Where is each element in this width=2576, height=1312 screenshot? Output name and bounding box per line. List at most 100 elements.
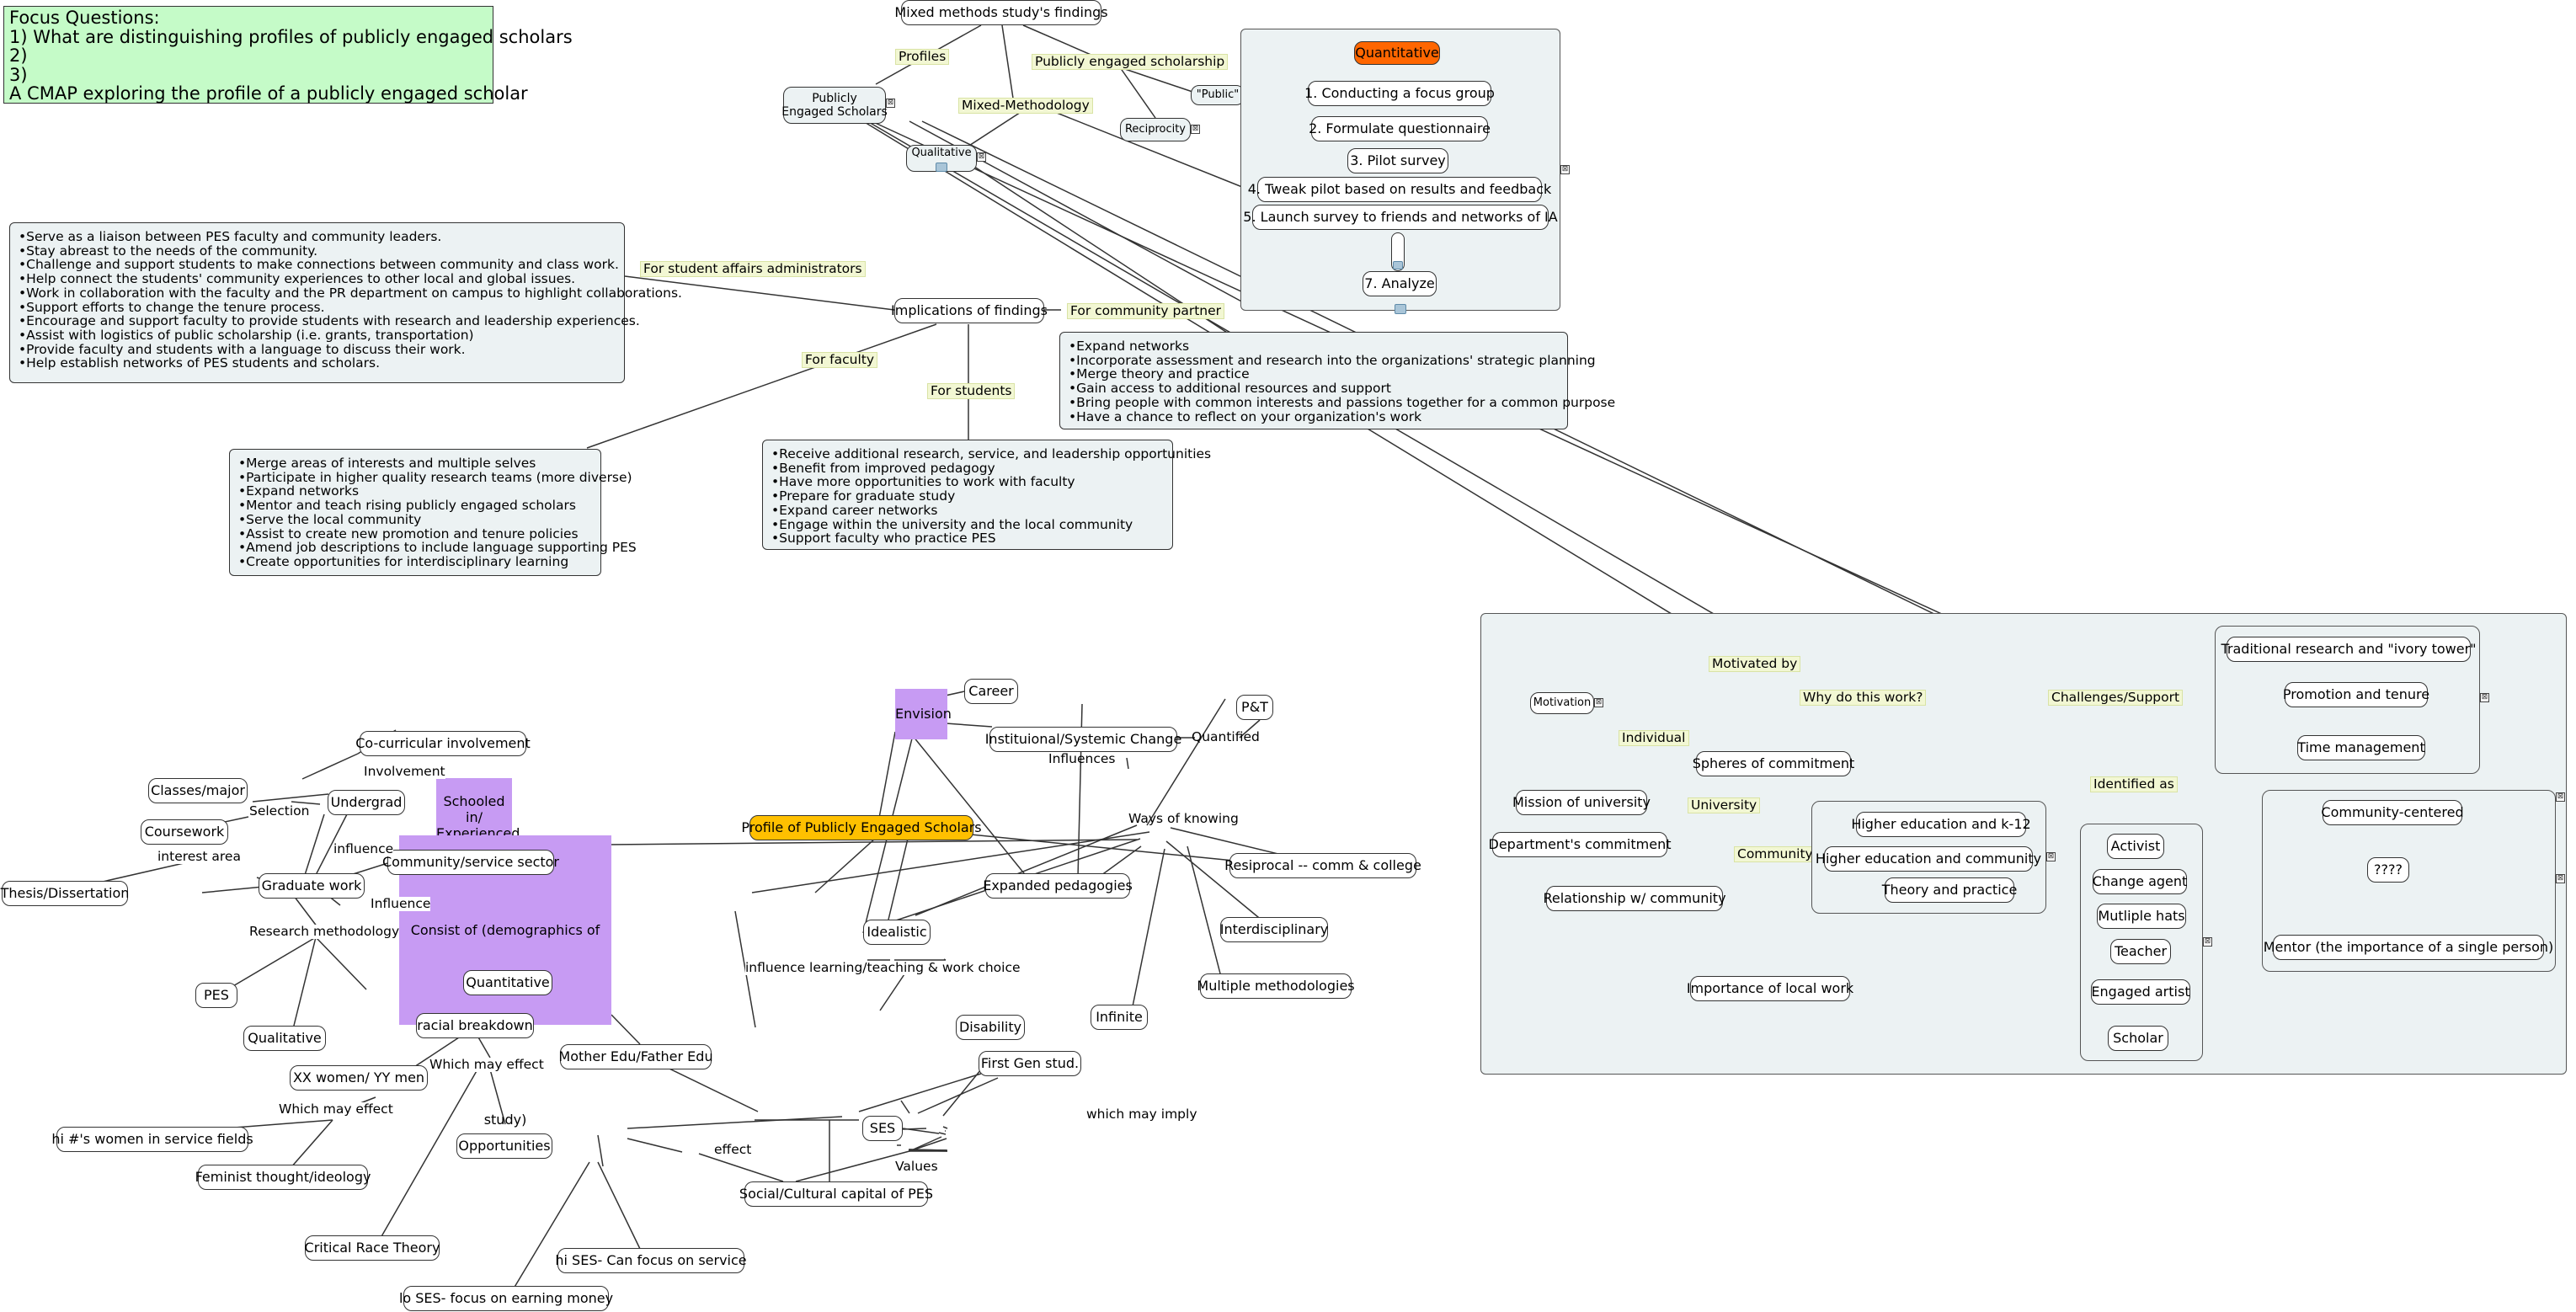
identity-change-agent[interactable]: Change agent [2093,869,2187,894]
stu-item: •Receive additional research, service, a… [771,446,1212,461]
concept-theory-practice[interactable]: Theory and practice [1882,877,2017,903]
concept-reciprocity[interactable]: Reciprocity [1120,118,1191,141]
concept-envision[interactable]: Envision [895,689,952,739]
nested-map-icon[interactable] [1395,304,1406,314]
concept-mentor[interactable]: Mentor (the importance of a single perso… [2264,935,2553,960]
concept-hi-ses[interactable]: hi SES- Can focus on service [555,1248,747,1273]
link-label-which-may-imply: which may imply [1086,1107,1197,1122]
expand-toggle-icon[interactable]: ⊠ [2556,874,2565,883]
expand-toggle-icon[interactable]: ⊠ [1560,165,1570,174]
concept-ses[interactable]: SES [862,1116,903,1141]
concept-institutional-change[interactable]: Instituional/Systemic Change [985,727,1181,752]
concept-lo-ses[interactable]: lo SES- focus on earning money [399,1286,613,1311]
quant-step-3[interactable]: 3. Pilot survey [1347,148,1448,173]
concept-quantitative[interactable]: Quantitative [463,970,552,995]
identity-engaged-artist[interactable]: Engaged artist [2091,979,2190,1005]
concept-thesis[interactable]: Thesis/Dissertation [1,881,129,906]
concept-unknown[interactable]: ???? [2367,857,2409,883]
quant-step-1[interactable]: 1. Conducting a focus group [1304,81,1495,106]
focus-question-2: 2) [9,45,28,66]
concept-career[interactable]: Career [964,679,1018,704]
nested-map-icon[interactable] [936,163,947,172]
students-list: •Receive additional research, service, a… [762,440,1212,550]
concept-schooled-in[interactable]: Schooled in/ Experienced [436,778,520,841]
concept-promotion-tenure[interactable]: Promotion and tenure [2283,682,2429,707]
concept-first-gen[interactable]: First Gen stud. [979,1051,1081,1076]
concept-spheres-of-commitment[interactable]: Spheres of commitment [1693,751,1854,776]
concept-multiple-methodologies[interactable]: Multiple methodologies [1197,973,1355,999]
concept-he-community[interactable]: Higher education and community [1816,846,2041,872]
concept-undergrad[interactable]: Undergrad [328,790,405,815]
concept-expanded-pedagogies[interactable]: Expanded pedagogies [983,873,1133,899]
concept-motivation[interactable]: Motivation [1530,692,1594,714]
concept-he-k12[interactable]: Higher education and k-12 [1851,812,2031,837]
link-label-community: Community [1734,846,1816,862]
concept-critical-race-theory[interactable]: Critical Race Theory [305,1235,440,1261]
concept-mission-of-university[interactable]: Mission of university [1512,790,1651,815]
stu-item: •Engage within the university and the lo… [771,516,1133,532]
concept-qualitative-top[interactable]: Qualitative [906,145,977,172]
concept-importance-local-work[interactable]: Importance of local work [1687,976,1853,1001]
concept-interdisciplinary[interactable]: Interdisciplinary [1220,917,1328,942]
concept-community-service-sector[interactable]: Community/service sector [382,850,559,875]
focus-question-3: 3) [9,64,28,85]
stu-item: •Have more opportunities to work with fa… [771,474,1075,490]
concept-profile-center[interactable]: Profile of Publicly Engaged Scholars [741,815,982,840]
quant-step-2[interactable]: 2. Formulate questionnaire [1309,116,1491,141]
expand-toggle-icon[interactable]: ⊠ [2556,792,2565,802]
expand-toggle-icon[interactable]: ⊠ [2046,852,2056,861]
link-label-profiles: Profiles [895,49,950,65]
quant-step-7[interactable]: 7. Analyze [1363,271,1437,296]
concept-feminist-thought[interactable]: Feminist thought/ideology [195,1165,371,1190]
concept-mixed-methods-findings[interactable]: Mixed methods study's findings [894,0,1108,25]
identity-mutliple-hats[interactable]: Mutliple hats [2097,904,2186,929]
concept-implications-of-findings[interactable]: Implications of findings [891,298,1048,323]
concept-social-cultural-capital[interactable]: Social/Cultural capital of PES [739,1181,933,1207]
quant-step-4[interactable]: 4. Tweak pilot based on results and feed… [1248,177,1551,202]
concept-public[interactable]: "Public" [1191,85,1245,105]
nested-map-icon[interactable] [1393,261,1403,269]
stu-item: •Prepare for graduate study [771,488,956,504]
concept-pes[interactable]: PES [195,983,237,1008]
concept-community-centered[interactable]: Community-centered [2321,800,2464,825]
concept-ways-of-knowing: Ways of knowing [1128,811,1239,826]
fac-item: •Serve the local community [238,511,422,527]
expand-toggle-icon[interactable]: ⊠ [1191,125,1200,134]
concept-relationship-community[interactable]: Relationship w/ community [1543,886,1726,911]
quantitative-title[interactable]: Quantitative [1354,41,1440,65]
link-label-influences: Influences [1048,751,1116,766]
concept-hi-women-service[interactable]: hi #'s women in service fields [51,1127,253,1152]
concept-time-management[interactable]: Time management [2297,735,2425,760]
concept-publicly-engaged-scholars[interactable]: Publicly Engaged Scholars [781,87,888,124]
expand-toggle-icon[interactable]: ⊠ [1594,698,1603,707]
quant-step-5[interactable]: 5. Launch survey to friends and networks… [1243,205,1558,230]
concept-opportunities[interactable]: Opportunities [456,1133,552,1159]
cp-item: •Incorporate assessment and research int… [1069,352,1596,368]
concept-coursework[interactable]: Coursework [141,819,228,845]
concept-idealistic[interactable]: Idealistic [863,920,931,945]
concept-parent-education[interactable]: Mother Edu/Father Edu [558,1044,713,1069]
concept-pt[interactable]: P&T [1236,695,1273,720]
expand-toggle-icon[interactable]: ⊠ [886,99,895,108]
concept-infinite[interactable]: Infinite [1091,1005,1148,1030]
concept-xx-women-yy-men[interactable]: XX women/ YY men [290,1065,428,1091]
concept-resiprocal[interactable]: Resiprocal -- comm & college [1224,853,1421,878]
concept-department-commitment[interactable]: Department's commitment [1489,832,1671,857]
expand-toggle-icon[interactable]: ⊠ [2203,937,2212,947]
link-label-interest-area: interest area [157,849,241,864]
concept-disability[interactable]: Disability [956,1015,1025,1040]
concept-classes-major[interactable]: Classes/major [148,778,248,803]
cp-item: •Gain access to additional resources and… [1069,381,1391,397]
sa-item: •Assist with logistics of public scholar… [19,327,474,343]
identity-activist[interactable]: Activist [2107,834,2164,859]
identity-teacher[interactable]: Teacher [2110,939,2171,964]
concept-cocurricular[interactable]: Co-curricular involvement [355,731,531,756]
concept-traditional-research[interactable]: Traditional research and "ivory tower" [2221,637,2477,662]
expand-toggle-icon[interactable]: ⊠ [2480,693,2489,702]
expand-toggle-icon[interactable]: ⊠ [977,152,986,162]
identity-scholar[interactable]: Scholar [2108,1026,2168,1051]
fac-item: •Expand networks [238,483,360,499]
concept-qualitative[interactable]: Qualitative [243,1026,326,1051]
concept-graduate-work[interactable]: Graduate work [259,873,365,899]
concept-racial-breakdown[interactable]: racial breakdown [416,1013,534,1038]
